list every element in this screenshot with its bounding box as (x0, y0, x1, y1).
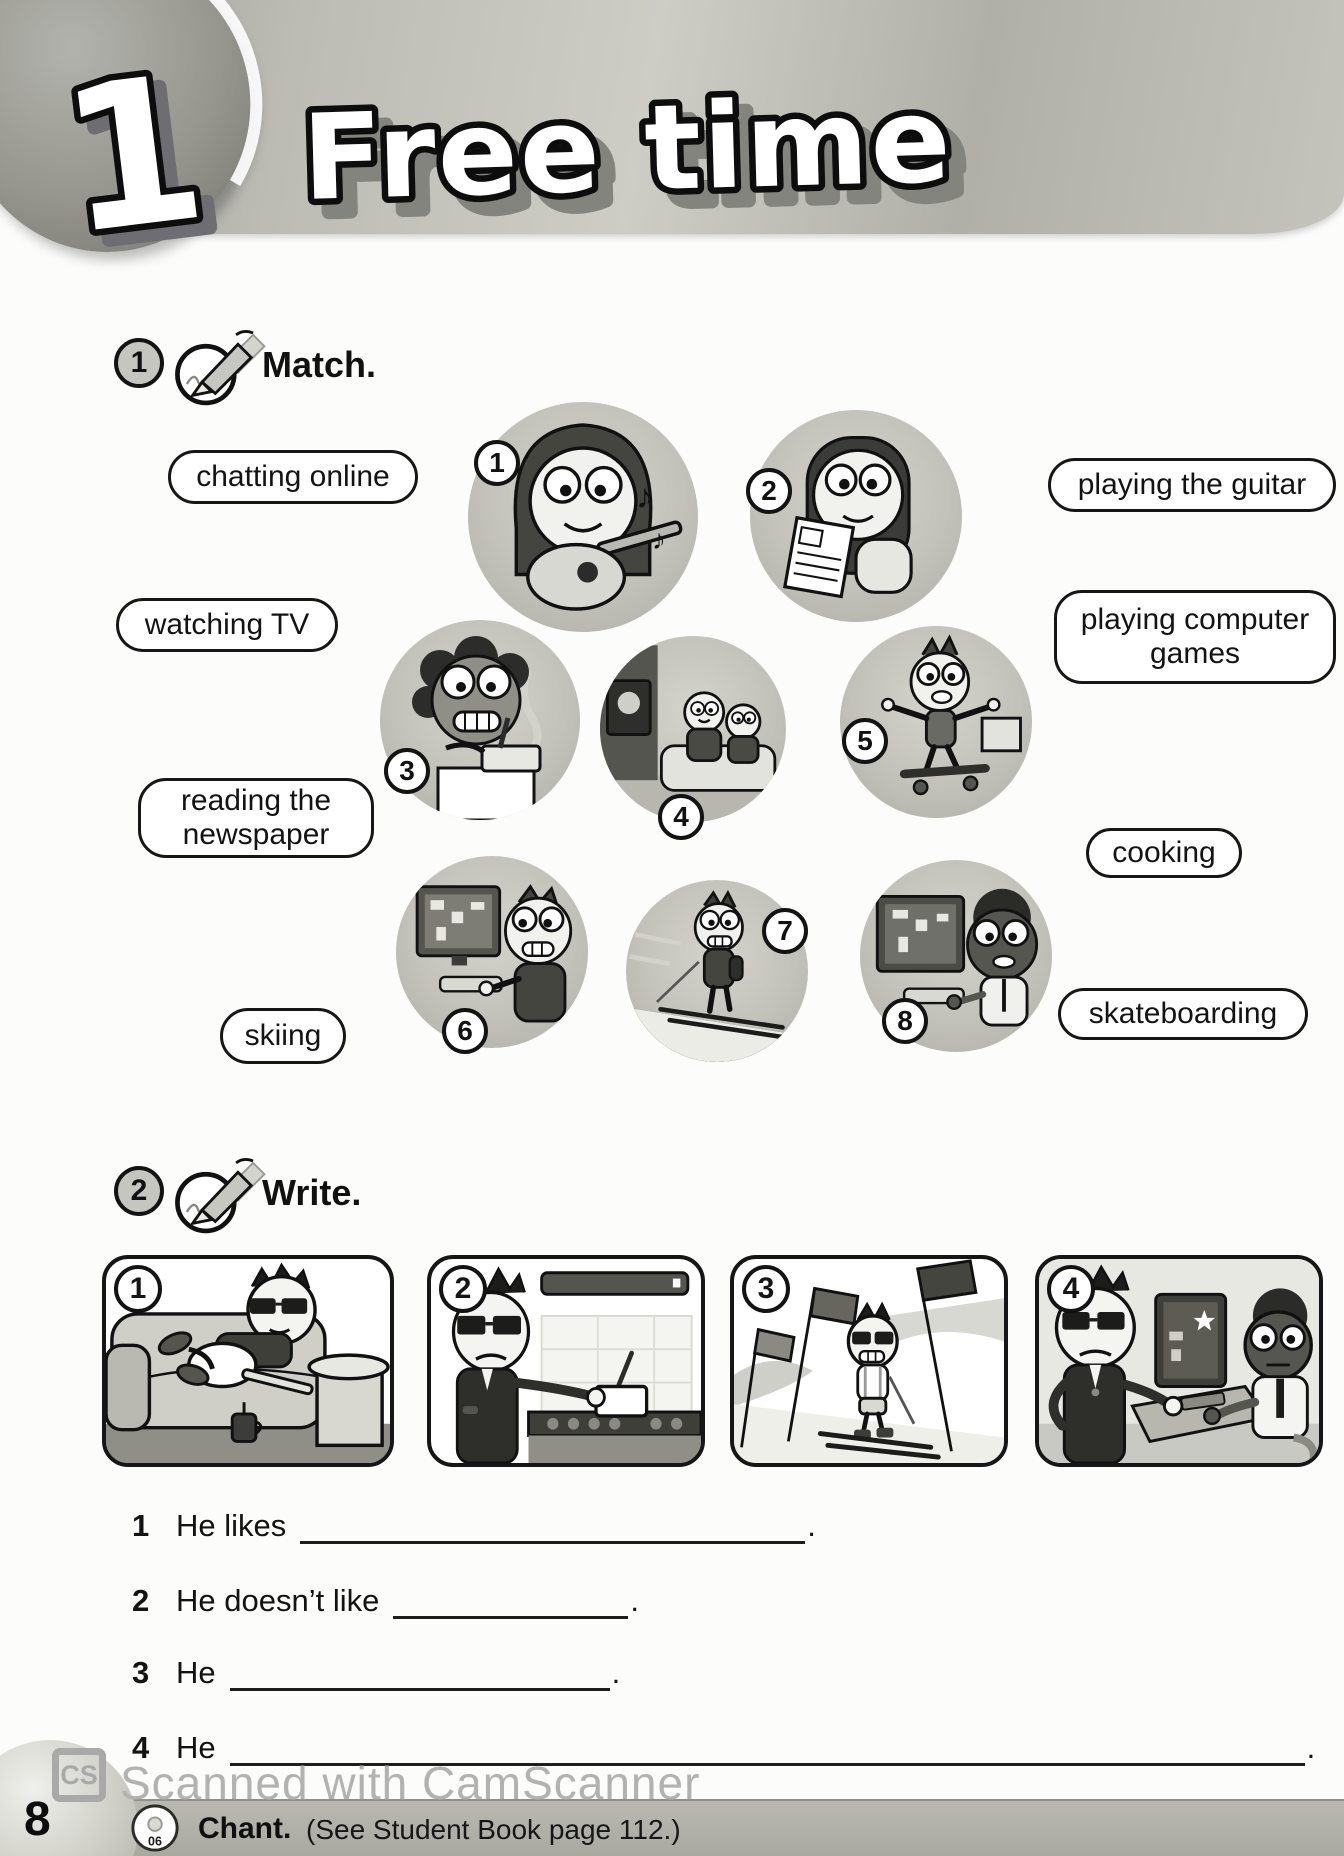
sentence-period: . (630, 1583, 639, 1618)
match-label-watching-tv[interactable]: watching TV (116, 598, 338, 652)
picture-number-badge: 3 (742, 1265, 790, 1313)
match-label-reading-the-newspaper[interactable]: reading the newspaper (138, 778, 374, 858)
unit-number: 1 1 (43, 25, 230, 272)
sentence-number: 1 (132, 1508, 150, 1543)
picture-number-badge: 2 (746, 468, 792, 514)
write-picture-3: 3 (730, 1255, 1008, 1467)
match-picture-7[interactable]: 7 (626, 880, 808, 1062)
picture-number-badge: 3 (384, 748, 430, 794)
picture-number-badge: 5 (842, 718, 888, 764)
sentence-4: 4 He . (132, 1727, 1315, 1766)
sentence-stem: He doesn’t like (176, 1583, 380, 1618)
svg-text:06: 06 (148, 1834, 162, 1848)
skateboarding-scene (881, 634, 1022, 796)
computer-games-scene (415, 884, 573, 1023)
sentence-3: 3 He . (132, 1652, 620, 1691)
sentence-period: . (611, 1655, 621, 1690)
watching-tv-scene (600, 645, 786, 822)
chatting-online-scene (875, 888, 1039, 1027)
exercise-1-badge: 1 (114, 338, 164, 388)
cooking-scene (412, 636, 542, 820)
svg-text:♪: ♪ (636, 478, 653, 516)
answer-blank-2[interactable] (393, 1580, 629, 1619)
chant-note: (See Student Book page 112.) (306, 1814, 681, 1845)
picture-number-badge: 1 (474, 440, 520, 486)
page-number: 8 (24, 1793, 51, 1846)
sentence-stem: He likes (176, 1508, 287, 1543)
match-label-playing-the-guitar[interactable]: playing the guitar (1048, 458, 1336, 512)
svg-text:Free time: Free time (315, 84, 969, 240)
sentence-number: 4 (132, 1730, 150, 1765)
picture-number-badge: 7 (762, 908, 808, 954)
picture-number-badge: 1 (114, 1265, 162, 1313)
sentence-2: 2 He doesn’t like . (132, 1580, 639, 1619)
answer-blank-1[interactable] (300, 1505, 806, 1544)
pencil-icon (175, 1158, 266, 1234)
chant-label: Chant. (198, 1812, 292, 1845)
match-picture-6[interactable]: 6 (396, 856, 588, 1054)
answer-blank-4[interactable] (229, 1727, 1305, 1766)
match-label-skateboarding[interactable]: skateboarding (1058, 988, 1308, 1040)
sentence-number: 2 (132, 1583, 150, 1618)
picture-number-badge: 8 (882, 998, 928, 1044)
svg-text:♪: ♪ (652, 524, 666, 555)
camscanner-watermark: Scanned with CamScanner (120, 1757, 701, 1809)
match-label-cooking[interactable]: cooking (1086, 828, 1242, 878)
match-picture-5[interactable]: 5 (840, 626, 1032, 818)
ski-flags-scene (734, 1259, 1004, 1463)
sentence-1: 1 He likes . (132, 1505, 816, 1544)
match-picture-1[interactable]: ♪ ♪ 1 (468, 402, 698, 632)
match-picture-8[interactable]: 8 (860, 860, 1052, 1052)
picture-number-badge: 4 (658, 794, 704, 840)
match-picture-3[interactable]: 3 (380, 620, 580, 820)
exercise-1-instruction: Match. (262, 344, 377, 385)
picture-number-badge: 4 (1047, 1265, 1095, 1313)
sentence-period: . (807, 1508, 816, 1543)
page-title: Free time Free time (294, 64, 976, 247)
match-label-chatting-online[interactable]: chatting online (168, 450, 418, 504)
cd-icon: 06 (131, 1804, 179, 1852)
camscanner-logo: CS (52, 1748, 106, 1802)
exercise-2-badge: 2 (114, 1166, 164, 1216)
unit-number-ball (0, 0, 252, 252)
guitar-girl-scene: ♪ ♪ (513, 423, 683, 611)
write-picture-2: 2 (427, 1255, 705, 1467)
sentence-stem: He (176, 1730, 216, 1765)
cooking-stove-scene (451, 1266, 701, 1463)
write-picture-1: 1 (102, 1255, 394, 1467)
exercise-2-instruction: Write. (262, 1172, 362, 1213)
footer-bar (48, 1799, 1344, 1856)
match-label-skiing[interactable]: skiing (220, 1008, 346, 1064)
match-label-playing-computer-games[interactable]: playing computer games (1054, 590, 1336, 684)
answer-blank-3[interactable] (229, 1652, 610, 1691)
match-picture-2[interactable]: 2 (746, 410, 962, 622)
sofa-guitar-scene (106, 1262, 390, 1463)
match-picture-4[interactable]: 4 (600, 636, 786, 840)
picture-number-badge: 6 (442, 1008, 488, 1054)
svg-text:1: 1 (63, 42, 230, 272)
pencil-icon (175, 330, 266, 406)
sentence-number: 3 (132, 1655, 150, 1690)
picture-number-badge: 2 (439, 1265, 487, 1313)
skiing-scene (626, 889, 808, 1062)
write-picture-4: 4 (1035, 1255, 1323, 1467)
svg-text:1: 1 (50, 32, 217, 272)
sentence-stem: He (176, 1655, 216, 1690)
sentence-period: . (1306, 1730, 1316, 1765)
svg-text:Free time: Free time (300, 71, 954, 227)
newspaper-girl-scene (782, 435, 913, 599)
